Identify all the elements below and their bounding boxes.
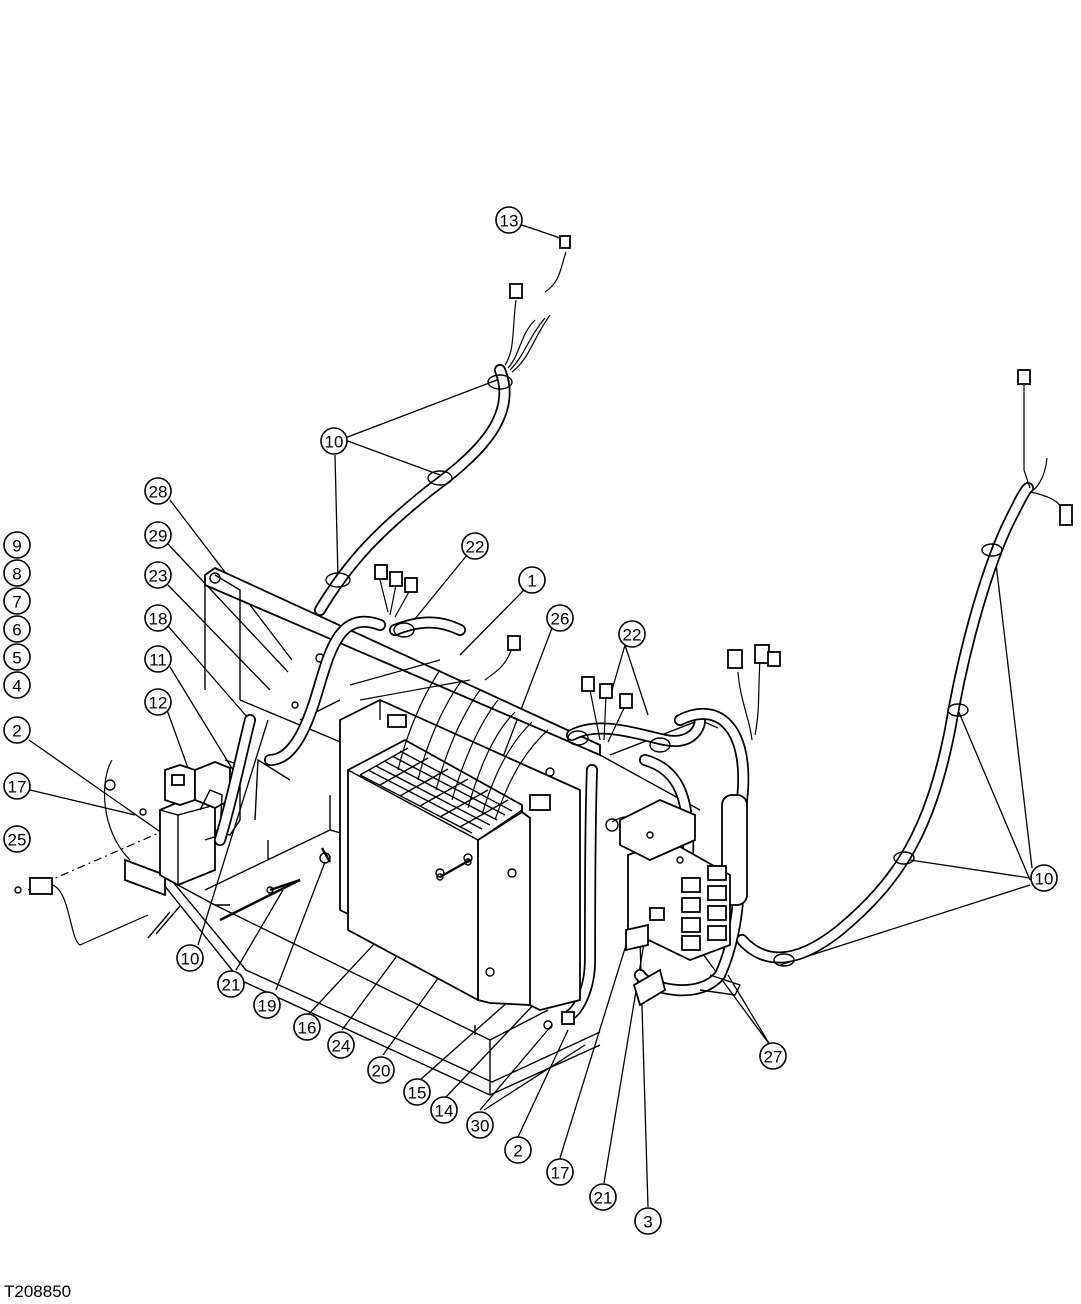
relay-panel (619, 799, 741, 1007)
callout-label: 10 (181, 950, 200, 969)
callout-22a: 22 (461, 532, 489, 560)
callout-2a: 2 (3, 716, 31, 744)
controller-unit (347, 659, 549, 1035)
callout-label: 10 (325, 433, 344, 452)
callout-28: 28 (144, 477, 172, 505)
callout-label: 21 (594, 1189, 613, 1208)
base-tray (149, 795, 601, 1096)
callout-label: 30 (471, 1117, 490, 1136)
callout-14: 14 (430, 1096, 458, 1124)
callout-6: 6 (3, 615, 31, 643)
callout-label: 20 (372, 1062, 391, 1081)
callout-15: 15 (403, 1078, 431, 1106)
callout-20: 20 (367, 1056, 395, 1084)
callout-label: 9 (12, 537, 21, 556)
callout-label: 5 (12, 649, 21, 668)
callout-label: 12 (149, 694, 168, 713)
harness-runs (214, 364, 1034, 1021)
callout-29: 29 (144, 521, 172, 549)
callout-label: 27 (764, 1048, 783, 1067)
callout-label: 19 (258, 997, 277, 1016)
callout-25: 25 (3, 825, 31, 853)
callout-17b: 17 (546, 1158, 574, 1186)
callout-9: 9 (3, 531, 31, 559)
fasteners (14, 779, 684, 1030)
callout-label: 29 (149, 527, 168, 546)
callout-label: 17 (551, 1164, 570, 1183)
callout-18: 18 (144, 604, 172, 632)
callout-label: 7 (12, 593, 21, 612)
callout-label: 13 (500, 212, 519, 231)
callout-10b: 10 (176, 944, 204, 972)
callout-10c: 10 (1030, 864, 1058, 892)
callout-label: 11 (149, 651, 167, 670)
callout-label: 17 (8, 778, 27, 797)
callout-label: 25 (8, 831, 27, 850)
callout-2b: 2 (504, 1136, 532, 1164)
callout-label: 22 (623, 626, 642, 645)
callout-label: 23 (149, 567, 168, 586)
callout-13: 13 (495, 206, 523, 234)
callout-label: 26 (551, 610, 570, 629)
clamps (325, 374, 1003, 967)
callout-16: 16 (293, 1013, 321, 1041)
callout-label: 24 (332, 1037, 351, 1056)
callout-label: 15 (408, 1084, 427, 1103)
callout-4: 4 (3, 671, 31, 699)
callout-27: 27 (759, 1042, 787, 1070)
callout-7: 7 (3, 587, 31, 615)
callout-10a: 10 (320, 427, 348, 455)
callout-21a: 21 (217, 970, 245, 998)
callout-label: 4 (12, 677, 21, 696)
callout-23: 23 (144, 561, 172, 589)
callout-12: 12 (144, 688, 172, 716)
callout-8: 8 (3, 559, 31, 587)
callout-label: 21 (222, 976, 241, 995)
callout-label: 2 (513, 1142, 522, 1161)
callout-label: 22 (466, 538, 485, 557)
callout-17a: 17 (3, 772, 31, 800)
callout-21b: 21 (589, 1183, 617, 1211)
callout-3: 3 (634, 1207, 662, 1235)
callout-11: 11 (144, 645, 172, 673)
lead-wires (349, 659, 549, 821)
callout-label: 16 (298, 1019, 317, 1038)
figure-id: T208850 (4, 1282, 72, 1301)
callout-label: 28 (149, 483, 168, 502)
callout-label: 3 (643, 1213, 652, 1232)
callout-30: 30 (466, 1111, 494, 1139)
callout-label: 18 (149, 610, 168, 629)
callout-19: 19 (253, 991, 281, 1019)
callout-label: 2 (12, 722, 21, 741)
callout-1: 1 (518, 566, 546, 594)
callout-22b: 22 (618, 620, 646, 648)
callout-label: 1 (527, 572, 536, 591)
left-bracket-assembly (103, 759, 241, 897)
callout-label: 10 (1035, 870, 1054, 889)
callout-24: 24 (327, 1031, 355, 1059)
callout-label: 14 (435, 1102, 454, 1121)
callout-5: 5 (3, 643, 31, 671)
callout-label: 6 (12, 621, 21, 640)
callout-26: 26 (546, 604, 574, 632)
callout-label: 8 (12, 565, 21, 584)
